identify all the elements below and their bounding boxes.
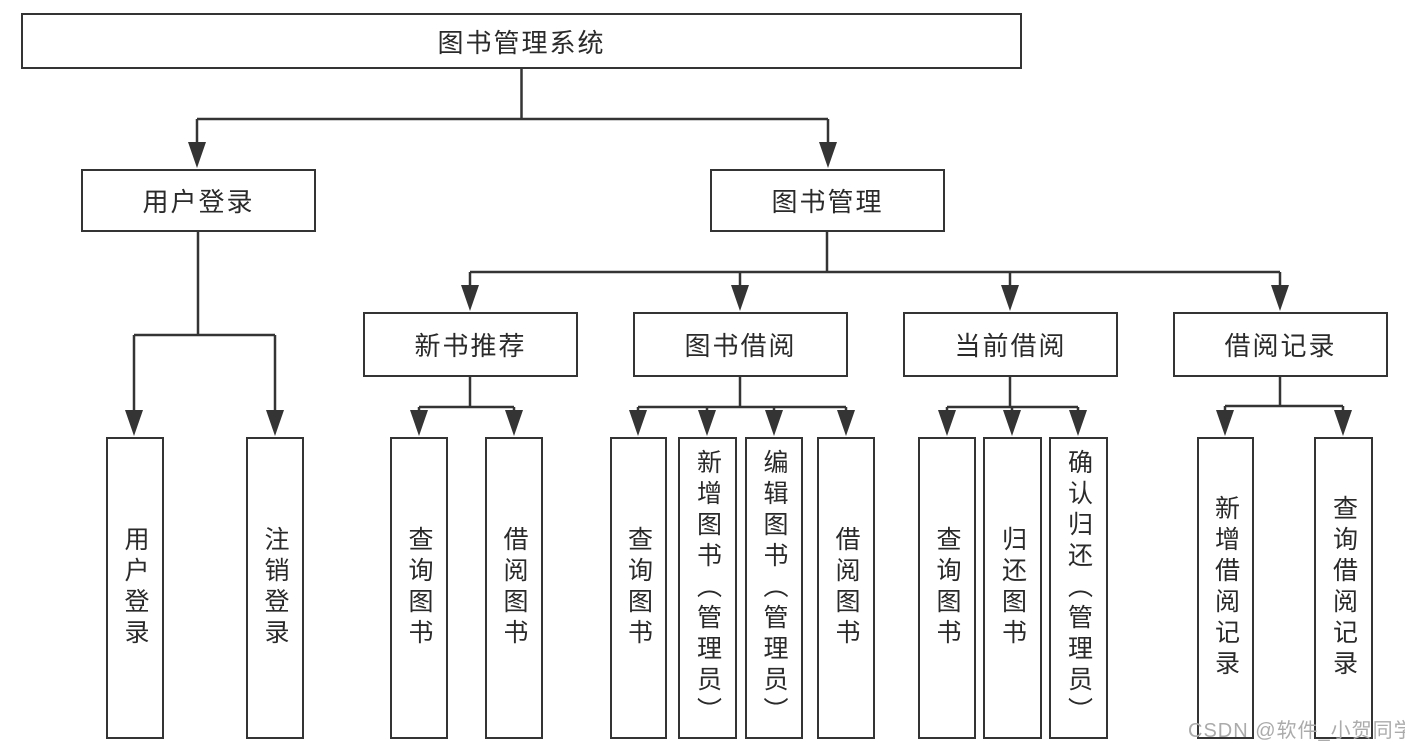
- node-current-borrow: 当前借阅: [903, 312, 1118, 377]
- leaf-query-book-recommend: 查询图书: [390, 437, 448, 739]
- leaf-user-login: 用户登录: [106, 437, 164, 739]
- leaf-query-book-current: 查询图书: [918, 437, 976, 739]
- node-label: 当前借阅: [954, 331, 1067, 361]
- node-label: 新增借阅记录: [1211, 495, 1240, 681]
- node-new-book-recommend: 新书推荐: [363, 312, 578, 377]
- leaf-borrow-book-recommend: 借阅图书: [485, 437, 543, 739]
- node-label: 编辑图书（管理员）: [760, 448, 788, 728]
- node-book-borrow: 图书借阅: [633, 312, 848, 377]
- node-label: 借阅图书: [832, 526, 860, 650]
- node-label: 注销登录: [261, 526, 289, 650]
- node-label: 新增图书（管理员）: [693, 448, 722, 728]
- leaf-return-book: 归还图书: [983, 437, 1042, 739]
- leaf-logout-login: 注销登录: [246, 437, 304, 739]
- node-label: 归还图书: [998, 526, 1027, 650]
- node-label: 用户登录: [121, 526, 149, 650]
- node-borrow-records: 借阅记录: [1173, 312, 1388, 377]
- node-label: 查询图书: [933, 526, 961, 650]
- leaf-borrow-book: 借阅图书: [817, 437, 875, 739]
- csdn-watermark: CSDN @软件_小贺同学: [1188, 720, 1405, 742]
- arrowheads: [125, 142, 1352, 436]
- node-label: 借阅图书: [500, 526, 528, 650]
- node-label: 图书管理系统: [437, 27, 606, 58]
- node-label: 图书管理: [771, 187, 884, 217]
- node-label: 新书推荐: [414, 331, 527, 361]
- leaf-add-borrow-record: 新增借阅记录: [1197, 437, 1254, 739]
- node-label: 查询图书: [405, 526, 433, 650]
- node-label: 借阅记录: [1224, 331, 1337, 361]
- node-label: 查询借阅记录: [1329, 495, 1358, 681]
- leaf-query-borrow-record: 查询借阅记录: [1314, 437, 1373, 739]
- node-user-login: 用户登录: [81, 169, 316, 232]
- node-label: 查询图书: [624, 526, 653, 650]
- node-label: 确认归还（管理员）: [1064, 448, 1093, 728]
- leaf-query-book-borrow: 查询图书: [610, 437, 667, 739]
- leaf-edit-book-admin: 编辑图书（管理员）: [745, 437, 803, 739]
- node-label: 图书借阅: [684, 331, 797, 361]
- node-book-management: 图书管理: [710, 169, 945, 232]
- node-library-system: 图书管理系统: [21, 13, 1022, 69]
- node-label: 用户登录: [142, 187, 255, 217]
- leaf-add-book-admin: 新增图书（管理员）: [678, 437, 737, 739]
- leaf-confirm-return-admin: 确认归还（管理员）: [1049, 437, 1108, 739]
